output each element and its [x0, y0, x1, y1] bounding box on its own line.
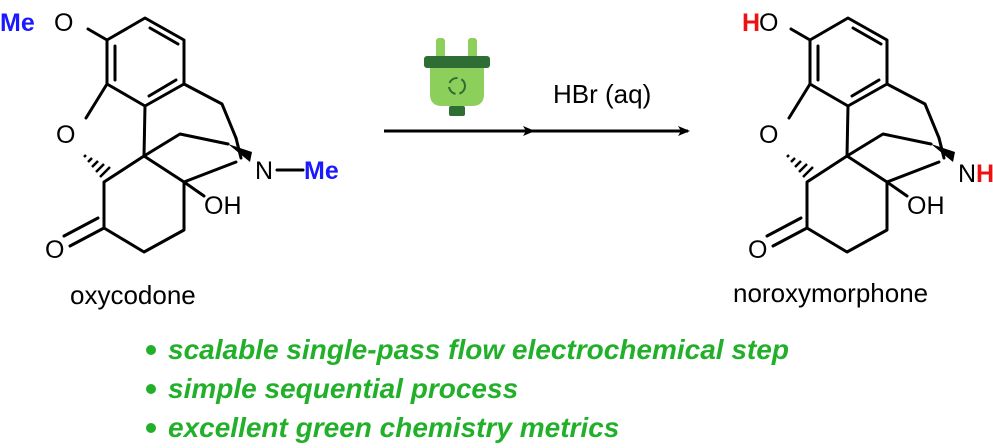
noroxymorphone-amine-h: H — [976, 160, 993, 188]
bullet-dot-icon — [146, 383, 156, 394]
bullet-dot-icon — [146, 422, 156, 433]
feature-text: simple sequential process — [168, 373, 519, 404]
oxycodone-name: oxycodone — [70, 280, 196, 310]
noroxymorphone-phenol-o: O — [759, 9, 778, 37]
oxycodone-methoxy-o: O — [54, 9, 73, 37]
oxycodone-hydroxyl: OH — [204, 192, 242, 220]
oxycodone-hashed-wedge — [83, 154, 111, 178]
oxycodone-ether-o: O — [56, 121, 75, 149]
noroxymorphone-phenol-h: H — [742, 9, 760, 37]
oxycodone-amine-n: N — [255, 157, 273, 185]
oxycodone-structure — [62, 16, 305, 254]
feature-list: scalable single-pass flow electrochemica… — [146, 330, 789, 447]
feature-item: scalable single-pass flow electrochemica… — [146, 330, 789, 369]
noroxymorphone-amine-n: N — [958, 160, 976, 188]
electrochemistry-plug-icon — [424, 38, 490, 116]
oxycodone-bold-wedge — [228, 144, 252, 162]
feature-item: simple sequential process — [146, 369, 789, 408]
noroxymorphone-structure: H O O N H OH O — [742, 9, 993, 264]
feature-text: excellent green chemistry metrics — [168, 412, 620, 443]
noroxymorphone-ether-o: O — [759, 121, 778, 149]
bullet-dot-icon — [146, 344, 156, 355]
noroxymorphone-name: noroxymorphone — [733, 278, 928, 308]
feature-item: excellent green chemistry metrics — [146, 408, 789, 447]
oxycodone-methoxy-me: Me — [0, 9, 35, 37]
feature-text: scalable single-pass flow electrochemica… — [168, 334, 789, 365]
noroxymorphone-ketone-o: O — [748, 236, 767, 264]
reaction-scheme: Me O O N Me OH O oxycodone HBr (aq) — [0, 9, 993, 310]
noroxymorphone-hydroxyl: OH — [907, 192, 945, 220]
oxycodone-n-methyl: Me — [304, 157, 339, 185]
oxycodone-ketone-o: O — [45, 236, 64, 264]
reagent-hbr: HBr (aq) — [553, 79, 651, 109]
